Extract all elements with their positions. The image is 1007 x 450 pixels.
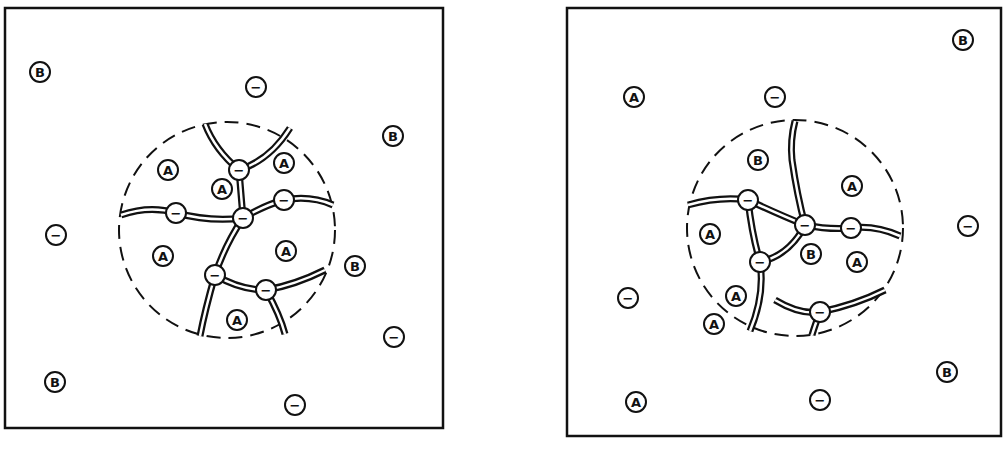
ion-symbol: B — [806, 248, 816, 261]
ion-circle: − — [737, 189, 759, 211]
ion-circle: A — [211, 178, 233, 200]
ion-circle: B — [44, 371, 66, 393]
ion-symbol: − — [171, 207, 182, 220]
ion-symbol: − — [846, 222, 857, 235]
ion-circle: − — [273, 189, 295, 211]
ion-circle: B — [936, 361, 958, 383]
ion-circle: B — [382, 125, 404, 147]
ion-circle: B — [747, 149, 769, 171]
ion-symbol: − — [238, 212, 249, 225]
ion-circle: A — [846, 251, 868, 273]
ion-circle: A — [699, 223, 721, 245]
ion-circle: B — [29, 61, 51, 83]
ion-symbol: B — [50, 376, 60, 389]
ion-circle: − — [617, 287, 639, 309]
ion-symbol: A — [847, 180, 857, 193]
ion-symbol: A — [709, 318, 719, 331]
ion-symbol: − — [279, 194, 290, 207]
ion-circle: − — [232, 207, 254, 229]
ion-symbol: A — [217, 183, 227, 196]
ion-circle: A — [157, 159, 179, 181]
ion-circle: − — [809, 389, 831, 411]
ion-symbol: − — [963, 220, 974, 233]
ion-circle: A — [226, 309, 248, 331]
ion-symbol: − — [251, 81, 262, 94]
ion-symbol: B — [388, 130, 398, 143]
ion-symbol: − — [389, 331, 400, 344]
ion-symbol: − — [261, 284, 272, 297]
ion-symbol: A — [279, 157, 289, 170]
ion-circle: B — [800, 243, 822, 265]
ion-symbol: A — [629, 91, 639, 104]
ion-circle: − — [245, 76, 267, 98]
ion-circle: − — [228, 159, 250, 181]
ion-circle: A — [623, 86, 645, 108]
ion-symbol: − — [770, 91, 781, 104]
ion-symbol: A — [852, 256, 862, 269]
ion-symbol: − — [755, 256, 766, 269]
ion-circle: − — [165, 202, 187, 224]
panel-frame — [567, 8, 1001, 436]
ion-symbol: − — [210, 269, 221, 282]
ion-circle: A — [703, 313, 725, 335]
ion-circle: A — [152, 245, 174, 267]
ion-symbol: A — [631, 396, 641, 409]
ion-symbol: B — [958, 34, 968, 47]
gel-boundary — [687, 120, 903, 336]
polymer-network — [121, 121, 900, 336]
gel-boundary — [119, 122, 335, 338]
ion-circle: − — [809, 301, 831, 323]
ion-circle: − — [840, 217, 862, 239]
ion-circle: − — [764, 86, 786, 108]
ion-circle: B — [952, 29, 974, 51]
ion-symbol: A — [232, 314, 242, 327]
ion-circle: A — [725, 285, 747, 307]
ion-symbol: − — [290, 399, 301, 412]
ion-circle: A — [625, 391, 647, 413]
ion-circle: − — [284, 394, 306, 416]
ion-circle: A — [273, 152, 295, 174]
panel-frame — [5, 8, 443, 428]
ion-symbol: B — [35, 66, 45, 79]
ion-circle: A — [275, 240, 297, 262]
ion-circle: − — [383, 326, 405, 348]
ion-symbol: B — [753, 154, 763, 167]
ion-circle: − — [957, 215, 979, 237]
ion-symbol: − — [51, 229, 62, 242]
ion-circle: − — [794, 214, 816, 236]
ion-circle: A — [841, 175, 863, 197]
ion-circle: B — [344, 255, 366, 277]
ion-symbol: A — [163, 164, 173, 177]
ion-symbol: − — [815, 306, 826, 319]
ion-symbol: − — [743, 194, 754, 207]
ion-circle: − — [45, 224, 67, 246]
ion-symbol: − — [623, 292, 634, 305]
ion-symbol: − — [815, 394, 826, 407]
ion-circle: − — [749, 251, 771, 273]
ion-circle: − — [204, 264, 226, 286]
ion-symbol: A — [705, 228, 715, 241]
ion-circle: − — [255, 279, 277, 301]
ion-symbol: B — [350, 260, 360, 273]
ion-symbol: B — [942, 366, 952, 379]
ion-symbol: A — [158, 250, 168, 263]
ion-symbol: − — [800, 219, 811, 232]
ion-symbol: A — [281, 245, 291, 258]
ion-symbol: A — [731, 290, 741, 303]
ion-symbol: − — [234, 164, 245, 177]
